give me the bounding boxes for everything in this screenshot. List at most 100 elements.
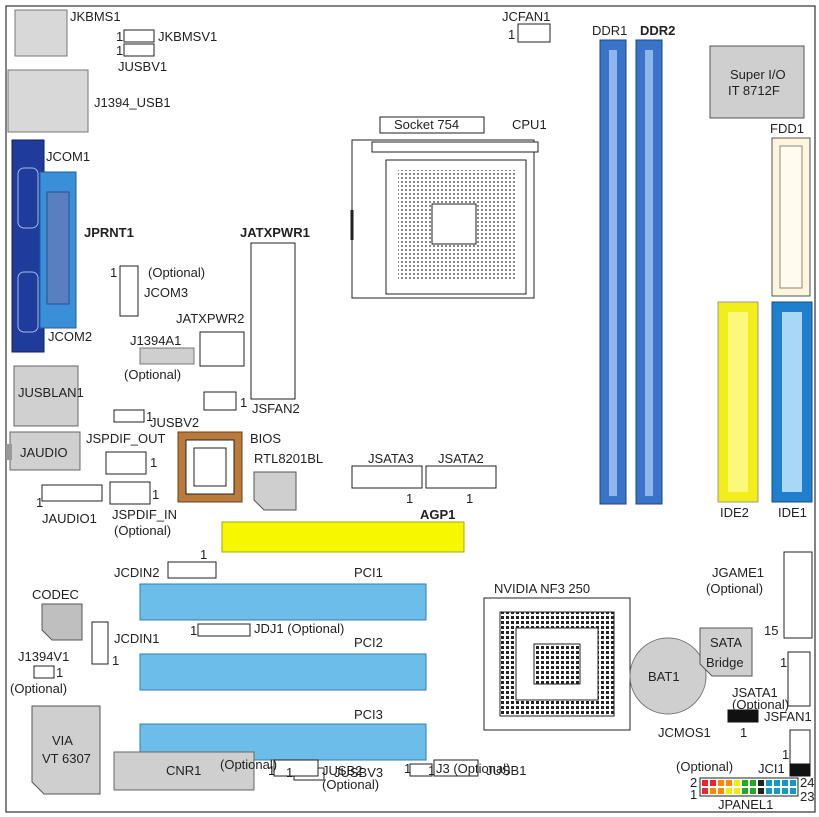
jspdif-out-header: [105, 451, 147, 475]
pin24-jpanel1: 24: [800, 775, 815, 790]
jaudio1-header: [41, 484, 103, 502]
jkbms1-connector: [14, 9, 68, 57]
j1394v1-header: [33, 665, 55, 679]
ide1-inner: [782, 312, 802, 492]
pin1-jsfan1: 1: [782, 747, 790, 762]
cpu-socket-center: [431, 203, 477, 245]
pin15-jgame1: 15: [764, 623, 779, 638]
pin2-jpanel1: 2: [690, 775, 698, 790]
board-outline: [5, 5, 816, 813]
fdd1-inner: [779, 145, 803, 289]
label-jgame1-optional: (Optional): [706, 581, 764, 596]
bios-core: [193, 447, 227, 487]
label-jdj1: JDJ1 (Optional): [254, 621, 345, 636]
jsfan1-header: [789, 729, 811, 765]
cnr1-slot: [113, 751, 255, 791]
jcfan1-header: [517, 23, 551, 43]
pin1-jcdin1: 1: [112, 653, 120, 668]
pin1-jcdin2: 1: [200, 547, 208, 562]
pin1-jkbmsv1: 1: [116, 29, 124, 44]
pin1-jspdif-out: 1: [150, 455, 158, 470]
pin1-jspdif-in: 1: [152, 487, 160, 502]
jsfan2-header: [203, 391, 237, 411]
ddr1-slot-inner: [609, 50, 617, 496]
j1394a1-header: [139, 347, 195, 365]
pin1-jcom3: 1: [110, 265, 118, 280]
jsata3-connector: [351, 465, 423, 489]
label-nvidia: NVIDIA NF3 250: [494, 581, 591, 596]
label-jaudio: JAUDIO: [20, 445, 68, 460]
label-via-1: VIA: [52, 733, 73, 748]
pin1-jsata2: 1: [466, 491, 474, 506]
label-j1394-usb1: J1394_USB1: [94, 95, 171, 110]
pin1-jsata1: 1: [780, 655, 788, 670]
cpu-socket-lever: [371, 141, 539, 153]
label-jsata2: JSATA2: [438, 451, 484, 466]
label-sata-bridge-2: Bridge: [706, 655, 744, 670]
jsata2-connector: [425, 465, 497, 489]
j1394-usb1-connector: [7, 69, 89, 133]
pci1-slot: [139, 583, 427, 621]
label-jusbv3: JUSBV3: [334, 765, 384, 780]
label-cnr1: CNR1: [166, 763, 202, 778]
pin23-jpanel1: 23: [800, 789, 815, 804]
label-jcdin2: JCDIN2: [114, 565, 160, 580]
jpanel1-header: [699, 777, 799, 797]
label-ddr1: DDR1: [592, 23, 628, 38]
label-jsata3: JSATA3: [368, 451, 414, 466]
label-jci1: JCI1: [758, 761, 785, 776]
label-ddr2: DDR2: [640, 23, 676, 38]
label-jusb2: JUSB2: [322, 763, 363, 778]
jusbv1-header: [123, 43, 155, 57]
label-jpanel1: JPANEL1: [718, 797, 774, 812]
jkbmsv1-header: [123, 29, 155, 43]
label-jspdif-out: JSPDIF_OUT: [86, 431, 166, 446]
pin1-jusb1: 1: [428, 763, 436, 778]
label-jspdif-in-optional: (Optional): [114, 523, 172, 538]
jusb2-header: [273, 759, 319, 777]
label-jci1-optional: (Optional): [676, 759, 734, 774]
label-j1394a1-optional: (Optional): [124, 367, 182, 382]
label-jcom2: JCOM2: [48, 329, 93, 344]
label-j3: J3 (Optional): [436, 761, 511, 776]
label-fdd1: FDD1: [770, 121, 804, 136]
label-j1394a1: J1394A1: [130, 333, 182, 348]
pin1-jsfan2: 1: [240, 395, 248, 410]
label-jgame1: JGAME1: [712, 565, 765, 580]
label-jcom1: JCOM1: [46, 149, 91, 164]
label-jkbms1: JKBMS1: [70, 9, 121, 24]
pin1-jusbv2: 1: [146, 409, 154, 424]
jusblan1-connector: [13, 365, 79, 427]
label-jcom3: JCOM3: [144, 285, 189, 300]
label-jusblan1: JUSBLAN1: [18, 385, 84, 400]
label-jprnt1: JPRNT1: [84, 225, 134, 240]
pin1-jcfan1: 1: [508, 27, 516, 42]
jatxpwr2-connector: [199, 331, 245, 367]
label-via-2: VT 6307: [42, 751, 91, 766]
agp1-slot: [221, 521, 465, 553]
label-jusbv1: JUSBV1: [118, 59, 168, 74]
jusbv2-header: [113, 409, 145, 423]
jcdin1-header: [91, 621, 109, 665]
via-chip: [31, 705, 101, 795]
codec-chip: [41, 603, 83, 641]
ddr2-slot-inner: [645, 50, 653, 496]
label-jatxpwr1: JATXPWR1: [240, 225, 310, 240]
label-jaudio1: JAUDIO1: [42, 511, 97, 526]
jspdif-in-header: [109, 481, 151, 505]
pin1-jusbv1: 1: [116, 43, 124, 58]
nvidia-chip-core: [533, 643, 581, 685]
label-pci3: PCI3: [354, 707, 383, 722]
jcom3-header: [119, 265, 139, 317]
label-jcfan1: JCFAN1: [502, 9, 551, 24]
label-ide2: IDE2: [720, 505, 749, 520]
label-jsata1-optional: (Optional): [732, 697, 790, 712]
label-jcom3-optional: (Optional): [148, 265, 206, 280]
label-jspdif-in: JSPDIF_IN: [112, 507, 178, 522]
jcom2-inner: [17, 271, 39, 333]
pin1-j3: 1: [404, 761, 412, 776]
label-jcdin1: JCDIN1: [114, 631, 160, 646]
label-sata-bridge-1: SATA: [710, 635, 743, 650]
pci2-slot: [139, 653, 427, 691]
